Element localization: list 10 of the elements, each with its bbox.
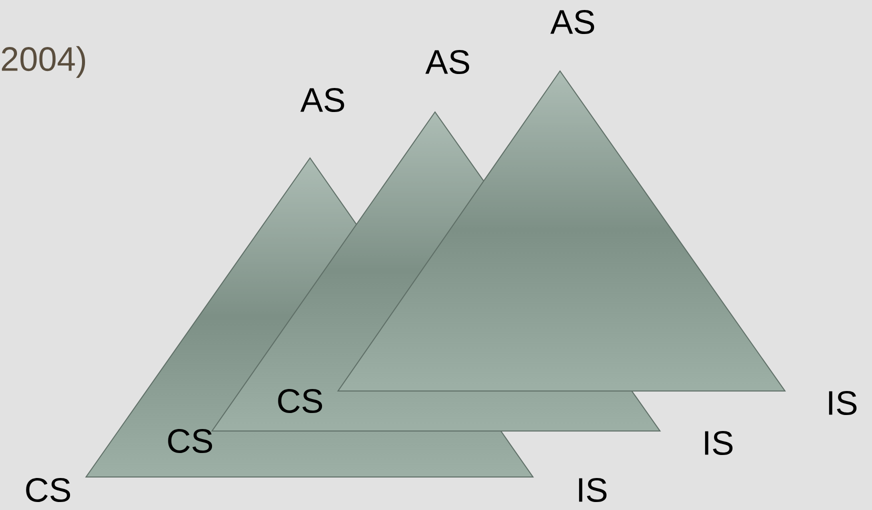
vertex-label: IS — [829, 390, 857, 416]
vertex-label: CS — [168, 428, 212, 454]
vertex-label: IS — [579, 478, 607, 502]
vertex-label: AS — [425, 50, 470, 74]
vertex-label: AS — [300, 88, 344, 112]
vertex-label: AS — [550, 10, 594, 34]
vertex-label: IS — [705, 430, 733, 456]
vertex-label: CS — [26, 478, 70, 502]
vertex-label: CS — [278, 388, 322, 414]
heading-fragment: 2004) — [2, 46, 86, 78]
